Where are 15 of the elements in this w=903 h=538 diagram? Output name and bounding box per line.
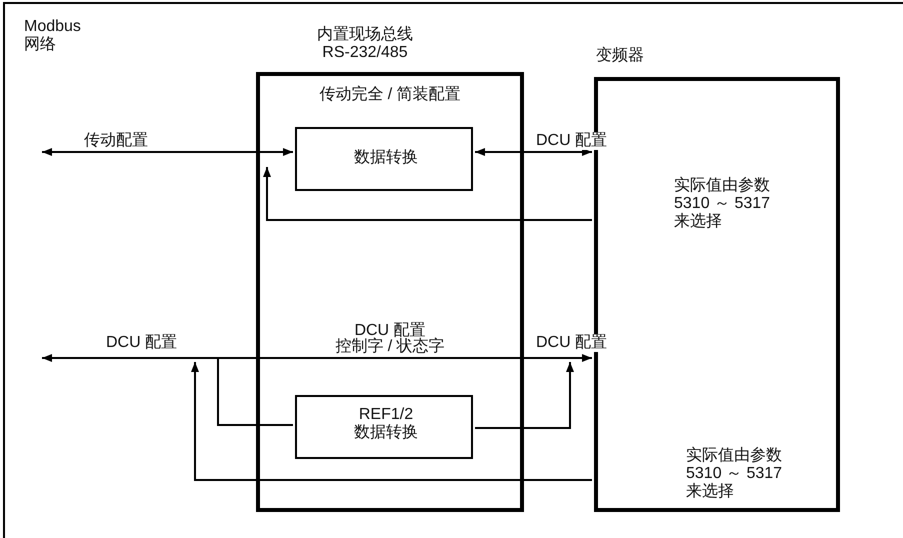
arrow: [475, 362, 574, 429]
process-box: [295, 127, 473, 191]
arrow: [191, 362, 592, 481]
edge-label: 传动配置: [82, 132, 150, 150]
arrow: [475, 148, 592, 156]
heading: 变频器: [595, 47, 645, 65]
connector-line: [217, 358, 293, 426]
line-label: DCU 配置: [104, 334, 180, 352]
heading: 内置现场总线 RS-232/485: [316, 26, 414, 62]
arrow: [42, 148, 293, 156]
arrow: [42, 354, 592, 362]
edge-label: DCU 配置: [534, 132, 610, 150]
arrow: [263, 167, 592, 221]
process-box: [295, 395, 473, 459]
edge-label: DCU 配置: [534, 334, 610, 352]
